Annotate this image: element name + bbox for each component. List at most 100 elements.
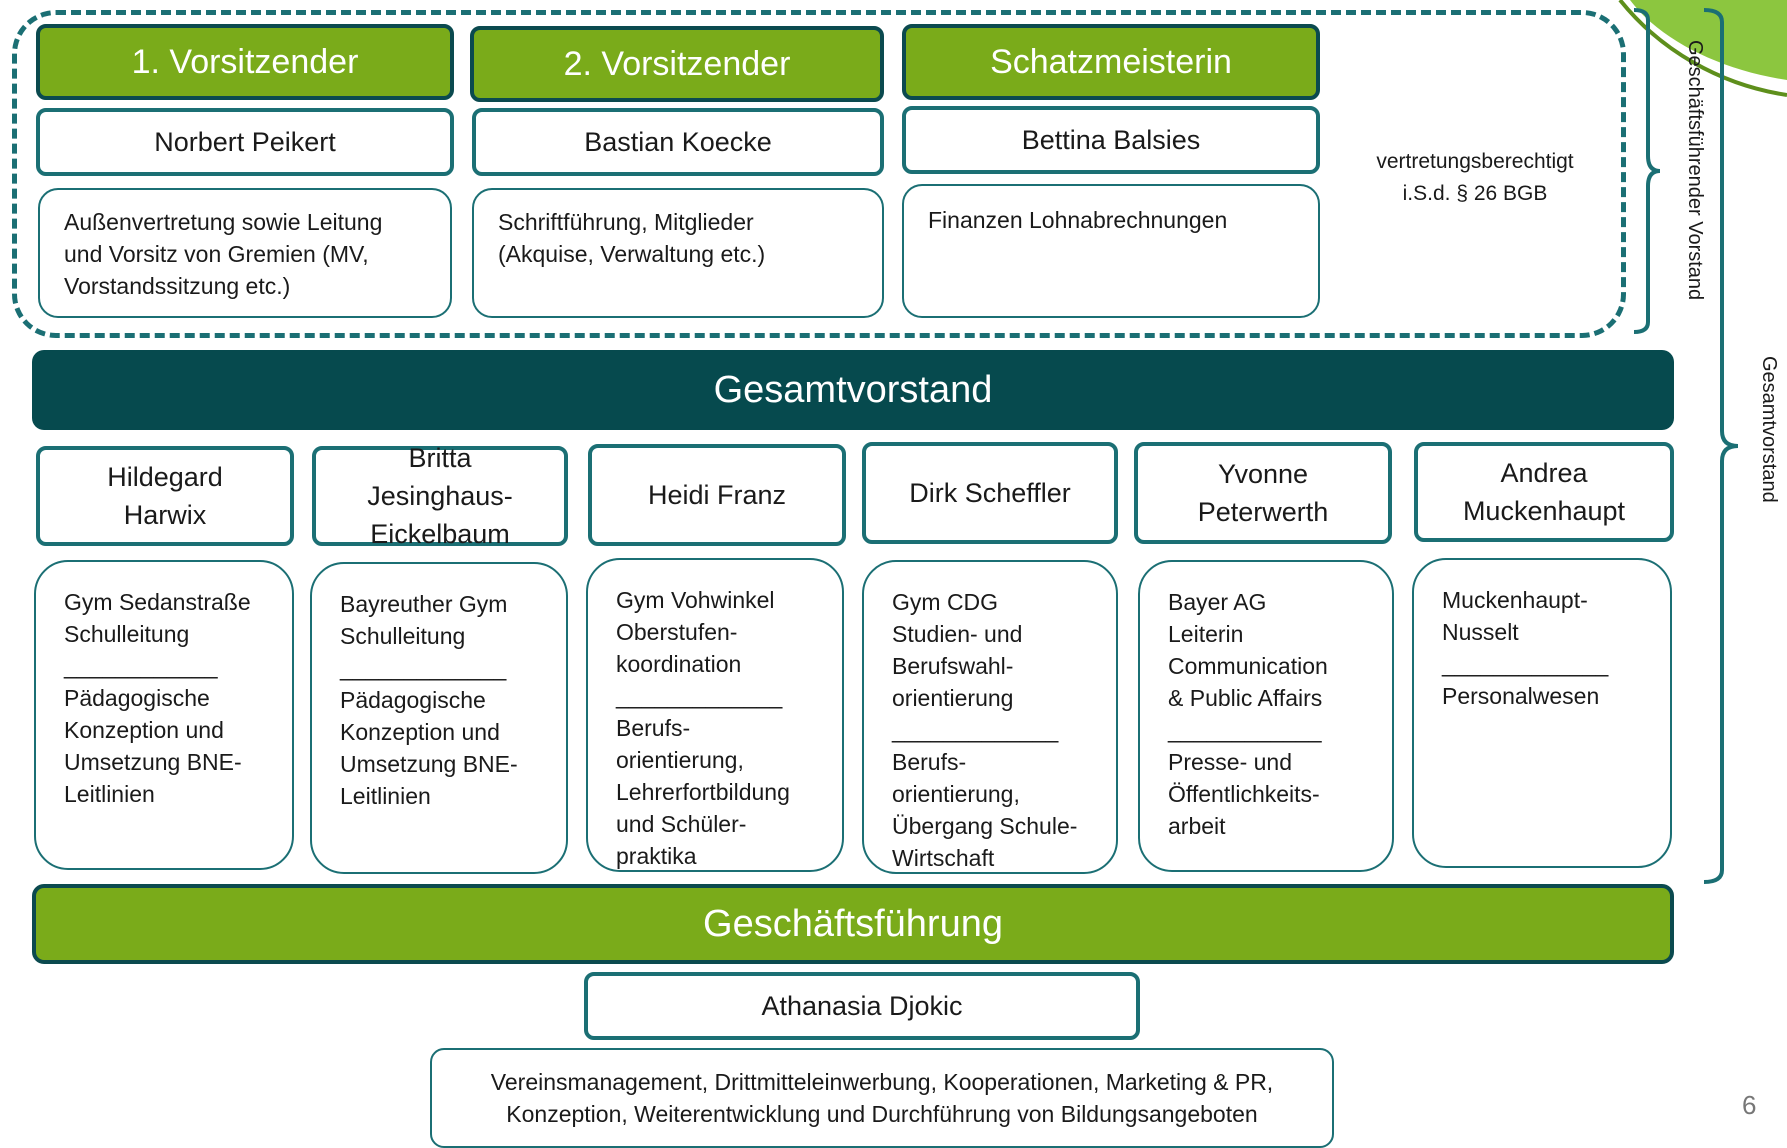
board-bar-label: Gesamtvorstand — [713, 368, 993, 411]
desc-line: _____________ — [1442, 651, 1609, 677]
board-label: Gesamtvorstand — [1758, 356, 1780, 503]
desc-line: praktika — [616, 843, 697, 869]
desc-line: Muckenhaupt- — [1442, 587, 1588, 613]
note-line: vertretungsberechtigt — [1376, 150, 1574, 173]
role-name-2: Bastian Koecke — [472, 108, 884, 176]
role-title: 2. Vorsitzender — [563, 44, 791, 83]
desc-line: (Akquise, Verwaltung etc.) — [498, 241, 766, 267]
manager-name: Athanasia Djokic — [761, 990, 963, 1021]
desc-line: Berufs- — [892, 749, 967, 775]
role-desc-2: Schriftführung, Mitglieder (Akquise, Ver… — [472, 188, 884, 318]
member-name-1: Hildegard Harwix — [36, 446, 294, 546]
desc-line: Konzeption und — [64, 717, 224, 743]
desc-line: orientierung, — [892, 781, 1020, 807]
desc-line: Leitlinien — [340, 783, 431, 809]
name-line: Britta — [408, 443, 472, 473]
desc-line: Bayer AG — [1168, 589, 1267, 615]
role-desc-3: Finanzen Lohnabrechnungen — [902, 184, 1320, 318]
desc-line: und Vorsitz von Gremien (MV, — [64, 241, 369, 267]
desc-line: Konzeption und — [340, 719, 500, 745]
desc-line: Leiterin — [1168, 621, 1244, 647]
desc-line: Vereinsmanagement, Drittmitteleinwerbung… — [490, 1069, 1274, 1095]
member-desc-3: Gym Vohwinkel Oberstufen- koordination _… — [586, 558, 844, 872]
member-name-2: Britta Jesinghaus- Eickelbaum — [312, 443, 568, 549]
name-line: Dirk Scheffler — [909, 478, 1071, 508]
role-desc-1: Außenvertretung sowie Leitung und Vorsit… — [38, 188, 452, 318]
desc-line: ____________ — [64, 653, 218, 679]
desc-line: Communication — [1168, 653, 1328, 679]
member-name-4: Dirk Scheffler — [862, 442, 1118, 544]
executive-board-brace — [1633, 8, 1661, 334]
desc-line: Studien- und — [892, 621, 1023, 647]
desc-line: orientierung, — [616, 747, 744, 773]
desc-line: Pädagogische — [340, 687, 486, 713]
role-title: Schatzmeisterin — [990, 42, 1232, 81]
desc-line: Schriftführung, Mitglieder — [498, 209, 754, 235]
member-desc-2: Bayreuther Gym Schulleitung ____________… — [310, 562, 568, 874]
person-name: Bettina Balsies — [1021, 124, 1201, 155]
note-line: i.S.d. § 26 BGB — [1402, 182, 1548, 205]
name-line: Muckenhaupt — [1462, 496, 1626, 526]
name-line: Yvonne — [1217, 459, 1309, 489]
desc-line: Bayreuther Gym — [340, 591, 508, 617]
executive-board-region — [12, 10, 1626, 338]
desc-line: _____________ — [340, 655, 507, 681]
page-number: 6 — [1742, 1090, 1757, 1120]
desc-line: arbeit — [1168, 813, 1226, 839]
executive-board-label: Geschäftsführender Vorstand — [1684, 40, 1706, 301]
name-line: Peterwerth — [1197, 497, 1329, 527]
desc-line: koordination — [616, 651, 742, 677]
name-line: Harwix — [123, 500, 207, 530]
member-desc-4: Gym CDG Studien- und Berufswahl- orienti… — [862, 560, 1118, 874]
desc-line: Gym CDG — [892, 589, 999, 615]
desc-line: orientierung — [892, 685, 1014, 711]
desc-line: Wirtschaft — [892, 845, 995, 871]
member-name-6: Andrea Muckenhaupt — [1414, 442, 1674, 542]
management-bar: Geschäftsführung — [32, 884, 1674, 964]
desc-line: Leitlinien — [64, 781, 155, 807]
desc-line: Vorstandssitzung etc.) — [64, 273, 291, 299]
name-line: Jesinghaus- — [367, 481, 513, 511]
management-bar-label: Geschäftsführung — [703, 902, 1003, 945]
desc-line: Lehrerfortbildung — [616, 779, 790, 805]
person-name: Norbert Peikert — [154, 126, 336, 157]
member-desc-1: Gym Sedanstraße Schulleitung ___________… — [34, 560, 294, 870]
name-line: Hildegard — [107, 462, 223, 492]
desc-line: Finanzen Lohnabrechnungen — [928, 207, 1228, 233]
name-line: Heidi Franz — [647, 480, 787, 510]
role-name-1: Norbert Peikert — [36, 108, 454, 176]
board-brace — [1703, 8, 1739, 884]
member-desc-6: Muckenhaupt- Nusselt _____________ Perso… — [1412, 558, 1672, 868]
role-header-1: 1. Vorsitzender — [36, 24, 454, 100]
desc-line: Presse- und — [1168, 749, 1293, 775]
desc-line: ____________ — [1168, 717, 1322, 743]
desc-line: _____________ — [616, 683, 783, 709]
desc-line: Schulleitung — [340, 623, 466, 649]
member-desc-5: Bayer AG Leiterin Communication & Public… — [1138, 560, 1394, 872]
desc-line: _____________ — [892, 717, 1059, 743]
name-line: Eickelbaum — [370, 519, 510, 549]
desc-line: Umsetzung BNE- — [64, 749, 242, 775]
desc-line: Nusselt — [1442, 619, 1519, 645]
desc-line: Außenvertretung sowie Leitung — [64, 209, 383, 235]
desc-line: Gym Sedanstraße — [64, 589, 251, 615]
person-name: Bastian Koecke — [584, 126, 772, 157]
member-name-5: Yvonne Peterwerth — [1134, 442, 1392, 544]
role-name-3: Bettina Balsies — [902, 106, 1320, 174]
desc-line: Gym Vohwinkel — [616, 587, 775, 613]
desc-line: Personalwesen — [1442, 683, 1600, 709]
role-title: 1. Vorsitzender — [131, 42, 359, 81]
manager-name-box: Athanasia Djokic — [584, 972, 1140, 1040]
desc-line: & Public Affairs — [1168, 685, 1323, 711]
desc-line: Übergang Schule- — [892, 813, 1078, 839]
desc-line: und Schüler- — [616, 811, 747, 837]
desc-line: Pädagogische — [64, 685, 210, 711]
role-header-3: Schatzmeisterin — [902, 24, 1320, 100]
desc-line: Konzeption, Weiterentwicklung und Durchf… — [506, 1101, 1258, 1127]
name-line: Andrea — [1500, 458, 1588, 488]
desc-line: Schulleitung — [64, 621, 190, 647]
board-bar: Gesamtvorstand — [32, 350, 1674, 430]
member-name-3: Heidi Franz — [588, 444, 846, 546]
role-header-2: 2. Vorsitzender — [470, 26, 884, 102]
representation-note: vertretungsberechtigt i.S.d. § 26 BGB — [1340, 146, 1610, 210]
